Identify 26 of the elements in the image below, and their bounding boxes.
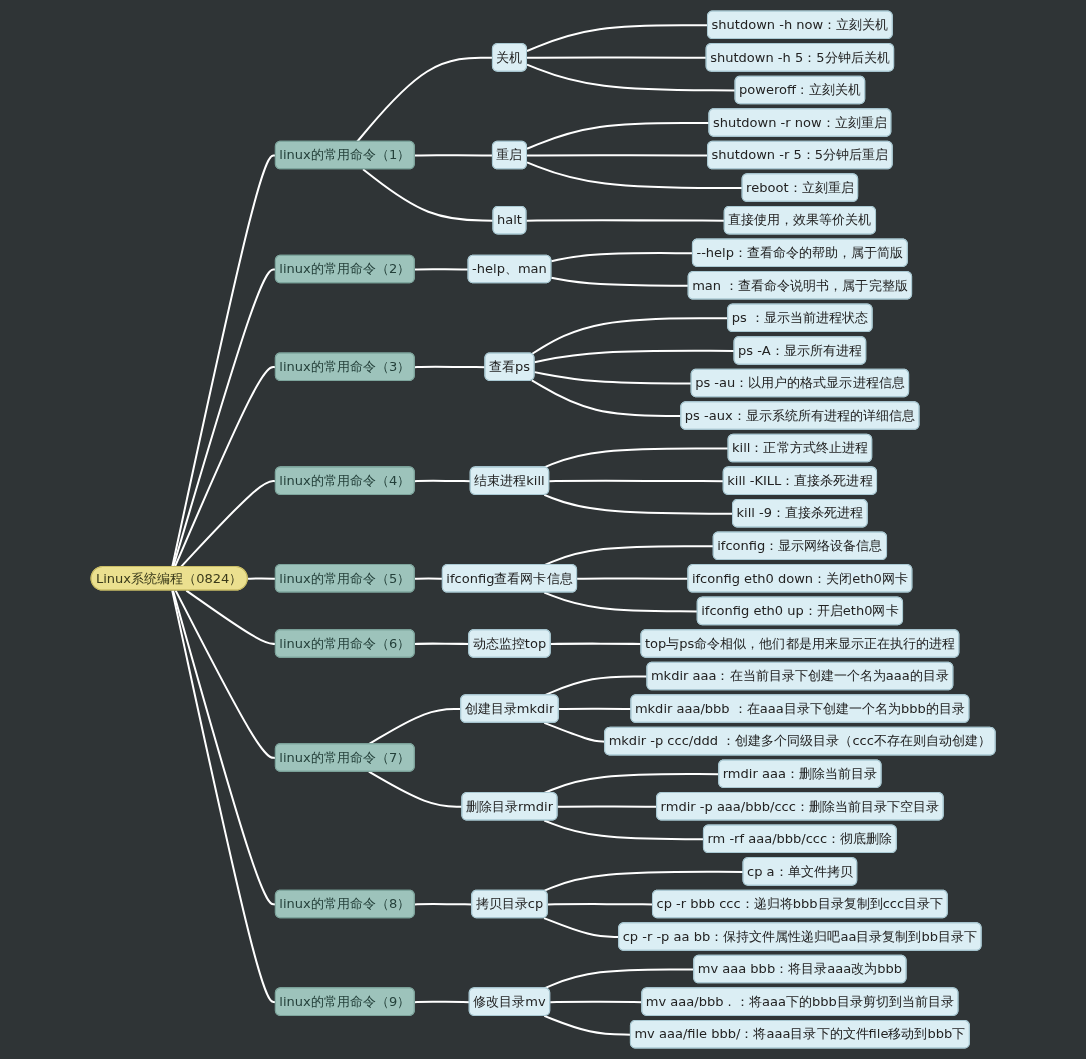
connector — [543, 591, 699, 613]
connector — [171, 589, 277, 1004]
connector — [246, 577, 277, 580]
connector — [525, 154, 709, 157]
connector — [543, 1014, 632, 1036]
connector — [413, 154, 494, 157]
connector — [543, 493, 734, 515]
connector — [413, 479, 472, 483]
connector — [525, 24, 709, 52]
connector — [525, 161, 744, 190]
connector — [550, 276, 690, 287]
connector — [546, 903, 654, 906]
connector — [548, 479, 725, 483]
connector — [543, 819, 705, 841]
connector — [550, 252, 694, 263]
connector — [533, 371, 693, 385]
connector — [356, 56, 494, 143]
connector — [525, 56, 708, 59]
connector — [171, 589, 277, 906]
connector — [174, 589, 277, 759]
connector — [413, 577, 444, 580]
connector — [185, 589, 277, 645]
connector — [413, 1000, 471, 1004]
connector — [556, 805, 658, 808]
connector — [525, 219, 726, 222]
mind-map: Linux系统编程（0824） linux的常用命令（1） 关机 shutdown -h now：立刻关机 shutdown -h 5：5分钟后关机 poweroff : 立刻关机 重启 shutdown -r now：立刻重启 shutdown -r 5：5分钟后重启 reboot：立刻重启 halt 直接使用，效果等价关机 linux的常用命令（2） -help、man --help：查看命令的帮助，属于简版 man ：查看命令说明书，属于完整版 linux的常用命令（3） 查看ps ps ：显示当前进程状态 ps -A：显示所有进程 ps -au：以用户的格式显示进程信息 ps -aux：显示系统所有进程的详细信息 linux的常用命令（4） 结束进程kill kill：正常方式终止进程 kill -KILL：直接杀死进程 kill -9：直接杀死进程 linux的常用命令（5） ifconfig查看网卡信息 ifconfig：显示网络设备信息 ifconfig eth0 down：关闭eth0网卡 ifconfig eth0 up：开启eth0网卡 linux的常用命令（6） 动态监控top top与ps命令相似，他们都是用来显示正在执行的进程 linux的常用命令（7） 创建目录mkdir mkdir aaa：在当前目录下创建一个名为aaa的目录 mkdir aaa/bbb ：在aaa目录下创建一个名为bbb的目录 mkdir -p ccc/ddd ：创建多个同级目录（ccc不存在则自动创建） 删除目录rmdir rmdir aaa：删除当前目录 rmdir -p aaa/bbb/ccc：删除当前目录下空目录 rm -rf aaa/bbb/ccc：彻底删除 linux的常用命令（8） 拷贝目录cp cp a：单文件拷贝 cp -r bbb ccc：递归将bbb目录复制到ccc目录下 cp -r -p aa bb：保持文件属性递归吧aa目录复制到bb目录下 linux的常用命令（9） 修改目录mv mv aaa bbb：将目录aaa改为bbb mv aaa/bbb . ：将aaa下的bbb目录剪切到当前目录 mv aaa/file bbb/：将aaa目录下的文件file移动到bbb下 — [82, 3, 1004, 1056]
